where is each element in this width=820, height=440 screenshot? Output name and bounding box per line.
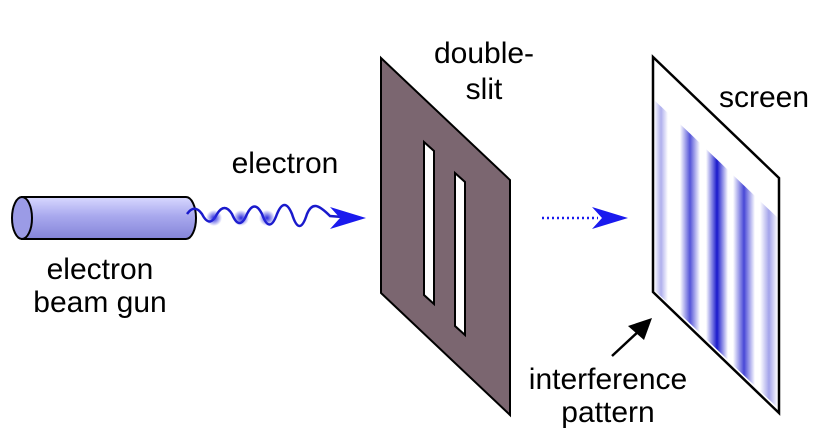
fringe-5 <box>760 201 778 408</box>
interference-fringes <box>654 100 778 408</box>
pattern-pointer-line <box>611 329 641 357</box>
electron-dot-2 <box>233 210 249 226</box>
slit-left <box>423 139 435 307</box>
wave-arrowhead <box>330 207 366 229</box>
fringe-3 <box>706 149 728 360</box>
screen-outline <box>651 54 781 416</box>
dotted-arrow <box>542 207 628 229</box>
fringe-2 <box>680 124 700 333</box>
electron-dot-1 <box>206 210 222 226</box>
slit-label-line2: slit <box>466 73 503 106</box>
gun-label-line1: electron <box>47 253 154 286</box>
gun-label-line2: beam gun <box>33 286 166 319</box>
slit-right <box>454 170 466 338</box>
double-slit-barrier <box>380 55 511 418</box>
fringe-1 <box>654 100 668 303</box>
pattern-pointer <box>611 318 652 357</box>
screen-label: screen <box>719 81 809 114</box>
pattern-pointer-head <box>628 318 652 340</box>
electron-label: electron <box>232 147 339 180</box>
slit-label-line1: double- <box>434 37 534 70</box>
fringe-4 <box>733 175 755 386</box>
electron-wave <box>185 203 366 229</box>
electron-dot-3 <box>259 210 275 226</box>
barrier-plate <box>380 55 511 418</box>
electron-gun <box>11 196 197 240</box>
gun-body <box>21 196 197 240</box>
dotted-arrow-head <box>592 207 628 229</box>
gun-muzzle-cap <box>11 196 33 240</box>
pattern-label-line1: interference <box>529 363 687 396</box>
screen <box>651 54 781 416</box>
pattern-label-line2: pattern <box>561 396 654 429</box>
